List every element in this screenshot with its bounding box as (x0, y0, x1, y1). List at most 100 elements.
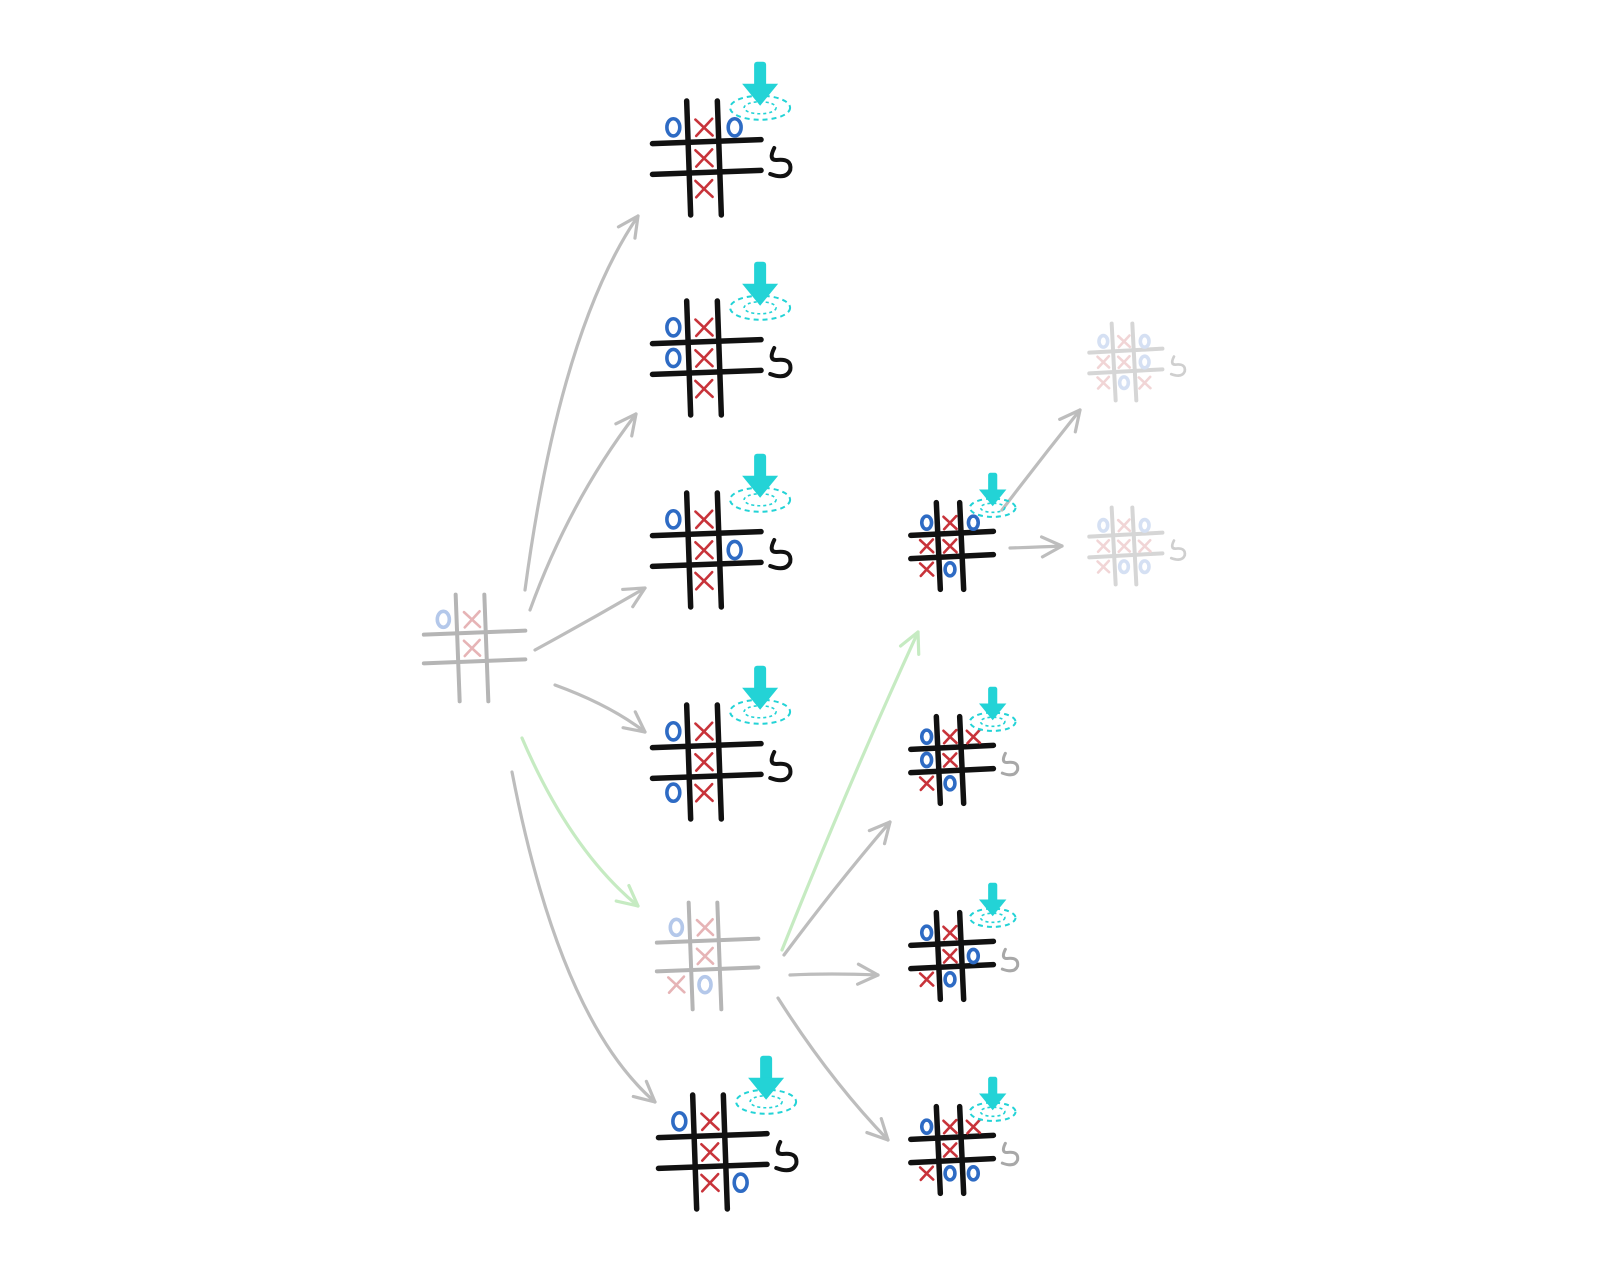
edge-arrow-root-a2 (528, 412, 638, 612)
x-mark (695, 918, 715, 937)
x-mark (942, 752, 958, 768)
x-mark (918, 538, 935, 554)
x-mark (700, 1111, 720, 1132)
x-mark (694, 148, 714, 168)
o-mark (435, 609, 452, 630)
o-mark (919, 924, 934, 942)
board-grid (654, 900, 761, 1012)
o-mark (668, 917, 685, 938)
down-arrow-target-icon (729, 261, 792, 321)
o-mark (919, 1118, 934, 1135)
x-mark (1137, 375, 1152, 390)
x-mark (694, 117, 714, 138)
o-mark (1138, 354, 1151, 370)
edge-arrow-root-a5 (520, 736, 640, 908)
down-arrow-target-icon (968, 882, 1017, 928)
board-b3 (908, 882, 1020, 1003)
x-mark (1096, 375, 1111, 390)
x-mark (667, 975, 686, 994)
o-mark (697, 974, 713, 995)
x-mark (1116, 518, 1132, 533)
o-mark (919, 728, 934, 746)
x-mark (1096, 354, 1111, 370)
o-mark (726, 539, 743, 561)
x-mark (942, 1118, 958, 1135)
edge-arrow-root-a6 (510, 770, 657, 1104)
x-mark (1096, 538, 1111, 554)
board-b2 (908, 686, 1020, 807)
x-mark (694, 317, 714, 338)
return-loop-icon (1000, 947, 1020, 973)
return-loop-icon (768, 750, 793, 783)
arrowhead (1058, 408, 1082, 434)
down-arrow-target-icon (968, 686, 1017, 732)
x-mark (695, 946, 715, 966)
o-mark (671, 1110, 688, 1132)
o-mark (1097, 517, 1110, 533)
board-c1 (1087, 321, 1187, 403)
edge-layer (510, 214, 1082, 1142)
arrowhead (614, 412, 638, 438)
return-loop-icon (768, 146, 793, 179)
arrowhead (856, 962, 880, 986)
edge-arrow-a5-b3 (788, 962, 880, 986)
board-grid (649, 702, 764, 822)
o-mark (1117, 559, 1131, 575)
x-mark (1116, 334, 1132, 349)
down-arrow-target-icon (729, 61, 792, 121)
x-mark (694, 752, 714, 772)
x-mark (462, 638, 482, 658)
x-mark (942, 948, 958, 964)
x-mark (694, 348, 714, 368)
board-grid (649, 98, 764, 218)
edge-arrow-root-a3 (533, 586, 647, 652)
arrowhead (616, 214, 640, 240)
o-mark (665, 782, 682, 804)
board-c2 (1087, 505, 1187, 587)
o-mark (966, 1165, 981, 1182)
board-grid (1087, 321, 1165, 403)
o-mark (665, 116, 682, 138)
x-mark (942, 1142, 958, 1158)
x-mark (918, 561, 935, 578)
x-mark (965, 1118, 982, 1135)
board-b1 (908, 472, 1017, 593)
board-a6 (655, 1055, 799, 1212)
x-mark (918, 775, 935, 792)
x-mark (942, 728, 958, 745)
o-mark (665, 508, 682, 530)
o-mark (966, 514, 981, 532)
board-a3 (649, 453, 793, 610)
arrowhead (898, 630, 921, 656)
o-mark (665, 316, 682, 338)
edge-arrow-root-a1 (523, 214, 640, 592)
board-a4 (649, 665, 793, 822)
o-mark (1097, 333, 1110, 349)
edge-arrow-a5-b2 (782, 820, 892, 957)
x-mark (942, 924, 958, 941)
board-grid (908, 1103, 997, 1197)
x-mark (1116, 538, 1132, 554)
board-root (421, 592, 528, 704)
o-mark (1138, 517, 1151, 533)
board-a5 (654, 900, 761, 1012)
o-mark (732, 1172, 749, 1194)
down-arrow-target-icon (968, 1076, 1017, 1122)
return-loop-icon (768, 346, 793, 379)
o-mark (919, 514, 934, 532)
down-arrow-target-icon (735, 1055, 798, 1115)
x-mark (694, 570, 714, 591)
o-mark (966, 947, 981, 965)
o-mark (943, 560, 957, 578)
return-loop-icon (774, 1140, 799, 1173)
down-arrow-target-icon (968, 472, 1017, 518)
x-mark (918, 971, 935, 988)
o-mark (943, 1165, 957, 1182)
o-mark (919, 751, 934, 769)
x-mark (1116, 354, 1132, 370)
arrowhead (1039, 535, 1064, 559)
edge-arrow-root-a4 (553, 683, 647, 734)
down-arrow-target-icon (729, 665, 792, 725)
